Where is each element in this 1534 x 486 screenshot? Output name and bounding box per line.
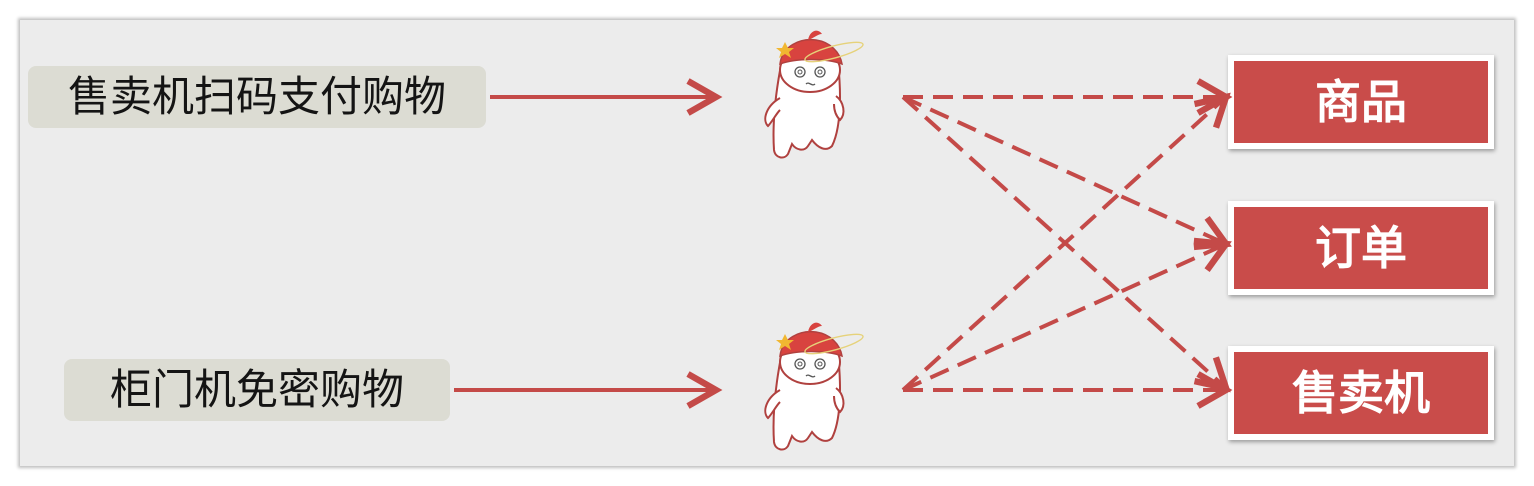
dashed-top-to-order [902, 95, 1232, 251]
dashed-bottom-to-goods [901, 92, 1231, 392]
order-box: 订单 [1228, 201, 1494, 295]
scan-pay-label: 售卖机扫码支付购物 [28, 66, 486, 128]
dizzy-mascot-icon [764, 30, 864, 159]
machine-box: 售卖机 [1228, 346, 1494, 440]
dashed-bottom-to-order [902, 237, 1232, 392]
password-free-label: 柜门机免密购物 [64, 359, 450, 421]
goods-box: 商品 [1228, 55, 1494, 149]
dizzy-mascot-icon [764, 322, 864, 451]
